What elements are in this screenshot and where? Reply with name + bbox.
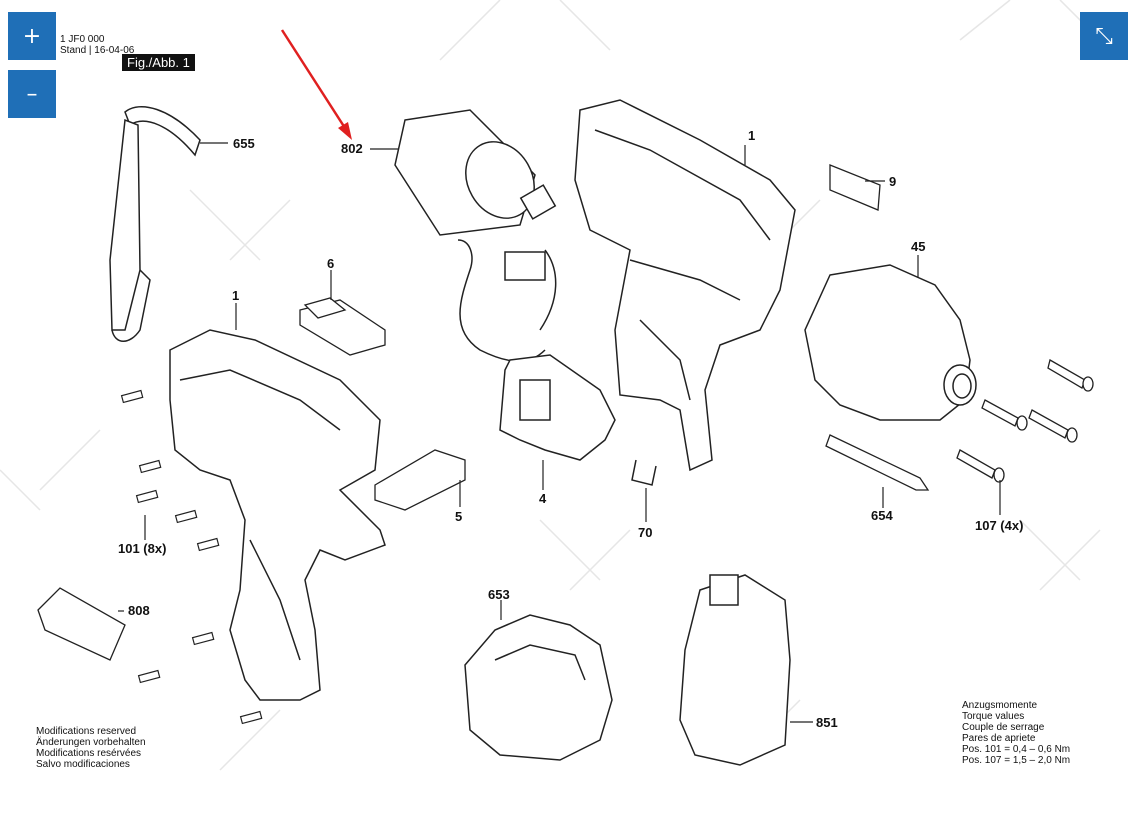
- leader-lines: [118, 142, 1001, 723]
- part-label-808: 808: [128, 603, 150, 618]
- part-label-9: 9: [889, 174, 896, 189]
- note-line: Pares de apriete: [962, 733, 1036, 744]
- note-line: Modifications resérvées: [36, 748, 142, 759]
- fit-screen-button[interactable]: ⤡: [1080, 12, 1128, 60]
- doc-date: Stand | 16-04-06: [60, 45, 135, 56]
- part-label-654: 654: [871, 508, 893, 523]
- part-label-653: 653: [488, 587, 510, 602]
- part-label-70: 70: [638, 525, 652, 540]
- part-label-5: 5: [455, 509, 462, 524]
- label-sticker-9: [829, 164, 881, 211]
- note-line: Couple de serrage: [962, 722, 1045, 733]
- charger-653: [464, 614, 613, 761]
- zoom-in-button[interactable]: +: [8, 12, 56, 60]
- note-line: Änderungen vorbehalten: [36, 737, 146, 748]
- gear-housing-45: [804, 264, 977, 421]
- battery-851: [679, 574, 791, 766]
- housing-half-left-1: [169, 329, 386, 701]
- wire-harness: [457, 239, 557, 362]
- note-line: Salvo modificaciones: [36, 759, 130, 770]
- red-indicator-arrow: [280, 29, 352, 140]
- clip-70: [631, 459, 657, 486]
- document-header: 1 JF0 000 Stand | 16-04-06: [60, 34, 134, 56]
- part-label-45: 45: [911, 239, 925, 254]
- strap-655: [109, 105, 201, 342]
- part-label-655: 655: [233, 136, 255, 151]
- figure-label: Fig./Abb. 1: [122, 54, 195, 71]
- motor-802: [394, 109, 557, 236]
- note-line: Torque values: [962, 711, 1025, 722]
- torque-values-note: Anzugsmomente Torque values Couple de se…: [962, 700, 1070, 766]
- switch-4: [499, 354, 616, 461]
- part-label-851: 851: [816, 715, 838, 730]
- direction-slider-6: [299, 297, 386, 356]
- part-label-101: 101 (8x): [118, 541, 166, 556]
- note-line: Pos. 101 = 0,4 – 0,6 Nm: [962, 744, 1071, 755]
- label-808: [37, 587, 126, 661]
- zoom-out-button[interactable]: –: [8, 70, 56, 118]
- screwdriver-bit-654: [825, 434, 930, 491]
- part-label-1-left: 1: [232, 288, 239, 303]
- part-label-1-top: 1: [748, 128, 755, 143]
- housing-half-right-1: [574, 99, 796, 472]
- cover-plate-5: [374, 449, 466, 511]
- part-label-4: 4: [539, 491, 547, 506]
- part-label-6: 6: [327, 256, 334, 271]
- note-line: Modifications reserved: [36, 726, 137, 737]
- part-label-802: 802: [341, 141, 363, 156]
- modifications-note: Modifications reserved Änderungen vorbeh…: [36, 726, 146, 770]
- doc-number: 1 JF0 000: [60, 34, 105, 45]
- screws-107: [956, 359, 1094, 483]
- screws-101: [120, 389, 263, 725]
- part-label-107: 107 (4x): [975, 518, 1023, 533]
- note-line: Pos. 107 = 1,5 – 2,0 Nm: [962, 755, 1071, 766]
- note-line: Anzugsmomente: [962, 700, 1038, 711]
